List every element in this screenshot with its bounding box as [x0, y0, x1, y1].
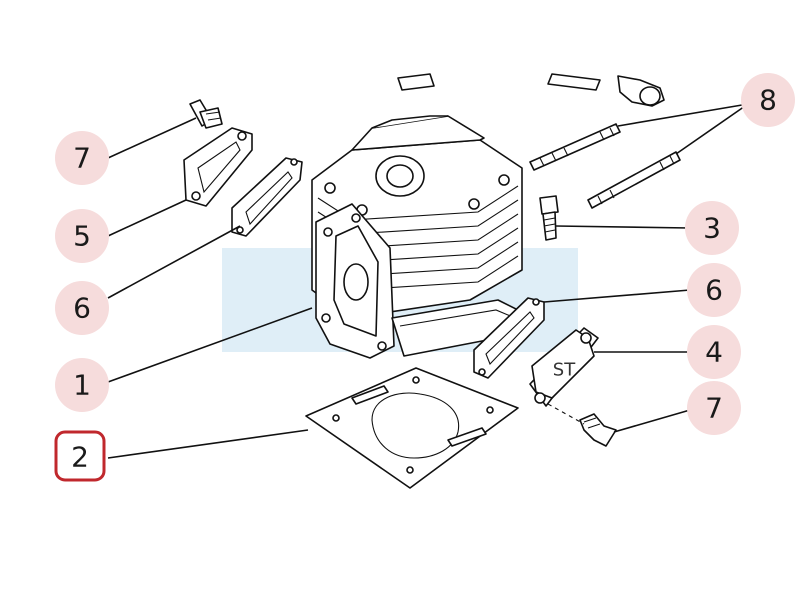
callout-8-label: 8	[759, 84, 777, 117]
callout-6-right[interactable]: 6	[687, 263, 741, 317]
screw-part-7-top	[189, 99, 223, 129]
callout-7-right[interactable]: 7	[687, 381, 741, 435]
callout-2-selected[interactable]: 2	[54, 430, 106, 482]
gasket-6-left	[231, 157, 303, 237]
gasket-6-right	[473, 297, 545, 379]
plate-stamp-text: ST	[553, 360, 576, 381]
callout-4-label: 4	[705, 336, 723, 369]
callout-7-right-label: 7	[705, 392, 723, 425]
leader-lines	[107, 103, 749, 459]
callout-1-label: 1	[73, 369, 91, 402]
flange-gasket-5	[183, 127, 253, 207]
cylinder-part	[311, 115, 535, 359]
cover-plate-part: ST	[529, 327, 599, 407]
callout-6-left-label: 6	[73, 292, 91, 325]
base-gasket-part	[305, 367, 519, 489]
callout-7-left[interactable]: 7	[55, 131, 109, 185]
screw-part-7-bottom	[547, 403, 617, 447]
callout-1[interactable]: 1	[55, 358, 109, 412]
callout-6-right-label: 6	[705, 274, 723, 307]
screw-part-3	[539, 195, 559, 241]
callout-3[interactable]: 3	[685, 201, 739, 255]
stud-parts-8	[529, 123, 681, 209]
callout-4[interactable]: 4	[687, 325, 741, 379]
top-cutoff-parts	[397, 73, 665, 107]
callout-7-left-label: 7	[73, 142, 91, 175]
callout-2-label: 2	[71, 441, 89, 474]
callout-3-label: 3	[703, 212, 721, 245]
callout-5-label: 5	[73, 220, 91, 253]
callout-6-left[interactable]: 6	[55, 281, 109, 335]
callout-8[interactable]: 8	[741, 73, 795, 127]
callout-5[interactable]: 5	[55, 209, 109, 263]
